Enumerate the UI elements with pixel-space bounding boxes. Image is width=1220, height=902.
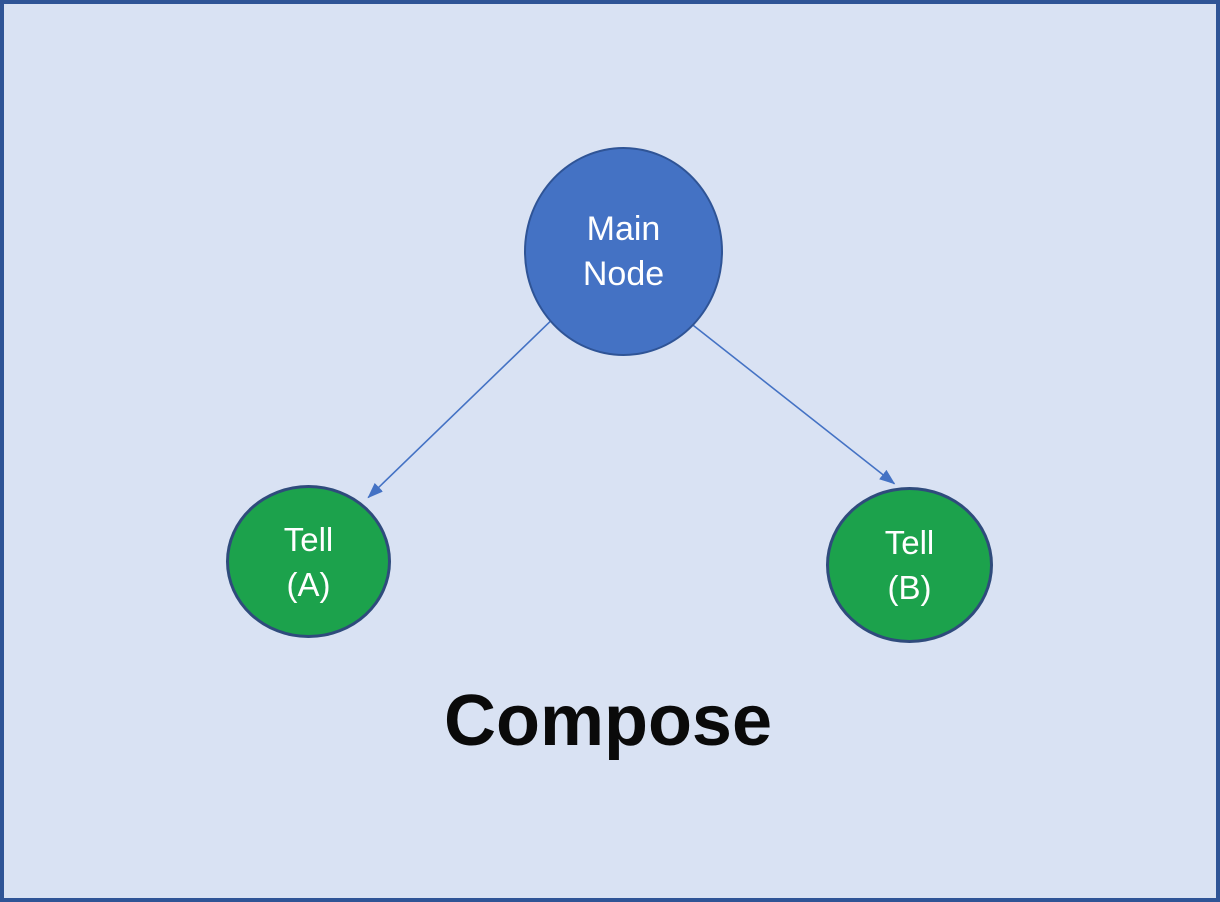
main-node: Main Node (524, 147, 723, 356)
tell-a-node-label-line1: Tell (283, 520, 334, 558)
tell-a-node: Tell (A) (226, 485, 391, 638)
tell-b-node-label-line1: Tell (884, 524, 935, 561)
connector-main-to-tell-a (367, 318, 554, 499)
main-node-label-line2: Node (582, 254, 665, 293)
tell-b-node: Tell (B) (826, 487, 993, 643)
connector-main-to-tell-b (684, 318, 896, 485)
tell-b-node-label-line2: (B) (887, 569, 932, 606)
main-node-label-line1: Main (586, 209, 661, 248)
diagram-caption: Compose (443, 681, 773, 761)
connector-layer (367, 318, 896, 499)
tell-a-node-label-line2: (A) (286, 565, 331, 603)
